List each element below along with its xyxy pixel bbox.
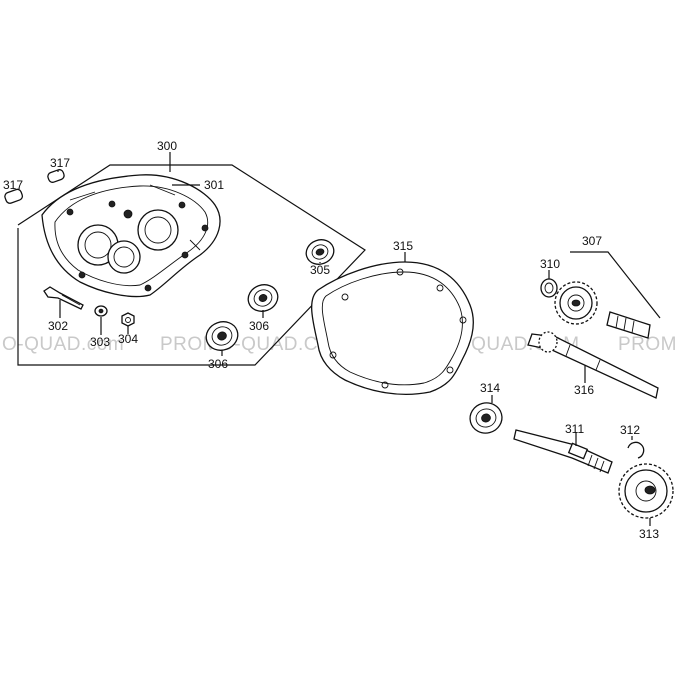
bearing-306a <box>247 284 279 312</box>
callouts: 300 301 302 303 304 305 306 306 307 310 … <box>3 139 659 541</box>
bearing-305 <box>305 239 335 265</box>
circlip-312 <box>627 441 645 459</box>
callout-316: 316 <box>574 383 594 397</box>
callout-317a: 317 <box>50 156 70 170</box>
gasket-315 <box>311 261 474 395</box>
callout-303: 303 <box>90 335 110 349</box>
callout-306a: 306 <box>249 319 269 333</box>
callout-314: 314 <box>480 381 500 395</box>
bolt-302 <box>43 286 84 310</box>
callout-317b: 317 <box>3 178 23 192</box>
callout-307: 307 <box>582 234 602 248</box>
watermark-segment-4: PROM <box>618 334 677 355</box>
callout-302: 302 <box>48 319 68 333</box>
washer-303 <box>94 305 108 317</box>
washer-310 <box>540 278 558 298</box>
callout-304: 304 <box>118 332 138 346</box>
watermark-segment-1: O-QUAD.com <box>2 334 124 355</box>
group-outline-307 <box>570 251 661 319</box>
callout-305: 305 <box>310 263 330 277</box>
callout-300: 300 <box>157 139 177 153</box>
gear-313 <box>618 463 674 519</box>
shaft-316 <box>527 331 659 399</box>
group-outline-300 <box>17 164 366 366</box>
gear-307 <box>554 281 651 339</box>
callout-313: 313 <box>639 527 659 541</box>
callout-310: 310 <box>540 257 560 271</box>
bearing-306b <box>205 321 239 351</box>
pin-317a <box>47 169 65 183</box>
callout-311: 311 <box>565 422 584 436</box>
pin-317b <box>4 188 24 204</box>
leader-lines <box>57 152 651 526</box>
callout-312: 312 <box>620 423 640 437</box>
callout-306b: 306 <box>208 357 228 371</box>
shaft-311 <box>513 429 613 474</box>
nut-304 <box>121 312 135 327</box>
callout-301: 301 <box>204 178 224 192</box>
callout-315: 315 <box>393 239 413 253</box>
bearing-314 <box>469 402 503 434</box>
crankcase-cover <box>41 174 221 298</box>
